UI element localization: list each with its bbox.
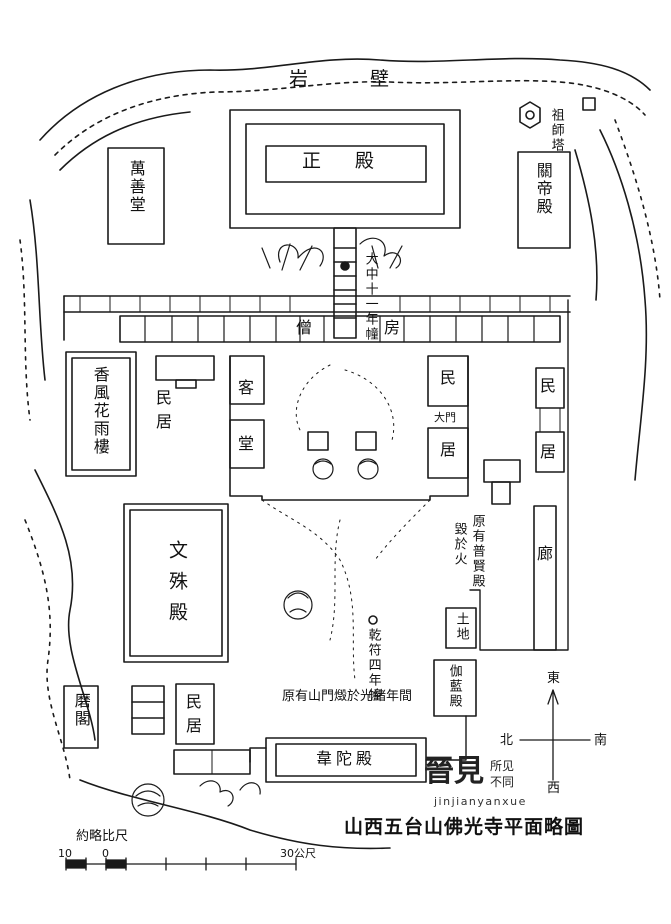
scale-tick-0: 0 xyxy=(102,847,109,860)
left-min-label: 民 xyxy=(156,388,173,407)
guandi-dian-building xyxy=(517,151,571,249)
gate-history-note: 原有山門燬於光緒年間 xyxy=(282,689,413,704)
courtyard-paths xyxy=(261,364,431,681)
founder-pagoda-label: 祖師塔 xyxy=(548,108,564,153)
map-title: 山西五台山佛光寺平面略圖 xyxy=(344,816,585,838)
scale-label: 約略比尺 xyxy=(76,829,129,844)
corridor-label: 廊 xyxy=(537,544,554,563)
compass-left-label: 北 xyxy=(500,733,514,748)
watermark-url: jinjianyanxue xyxy=(434,795,527,808)
scale-bar xyxy=(65,857,297,871)
tudi-building xyxy=(445,607,477,649)
watermark-sub-2: 不同 xyxy=(490,775,515,789)
compass-right-label: 南 xyxy=(594,733,608,748)
tudi-label: 土地 xyxy=(453,612,469,642)
compass-rose xyxy=(519,689,591,781)
monks-quarters xyxy=(119,315,561,343)
compass-top-label: 東 xyxy=(547,671,561,686)
terrace-wall xyxy=(63,295,571,313)
dazhong-pillar-label: 大中十一年幢 xyxy=(362,252,378,342)
cliff-contours xyxy=(19,57,661,850)
cliff-label-2: 壁 xyxy=(370,68,390,90)
compass-bottom-label: 西 xyxy=(547,781,561,796)
watermark-sub-1: 所见 xyxy=(490,759,515,773)
central-courtyard xyxy=(229,355,469,501)
main-hall-label: 正殿 xyxy=(302,150,409,172)
courtyard-min-label: 民 xyxy=(440,368,457,387)
bottom-min-label: 民 xyxy=(186,692,203,711)
monk-label-fang: 房 xyxy=(384,318,401,337)
courtyard-ju-label: 居 xyxy=(440,440,457,459)
guest-ke-label: 客 xyxy=(238,378,255,397)
xiangfeng-lou-building xyxy=(65,351,137,477)
manshan-tang-label: 萬善堂 xyxy=(126,160,146,214)
ma-ge-label: 磨閣 xyxy=(71,692,91,728)
puxian-note-line-1: 原有普賢殿 xyxy=(469,514,485,589)
scale-tick-30: 30公尺 xyxy=(280,847,316,860)
ma-ge-building xyxy=(63,685,99,749)
scale-tick-10: 10 xyxy=(58,847,72,860)
weituo-dian-label: 韋陀殿 xyxy=(316,749,377,768)
guest-tang-label: 堂 xyxy=(238,434,255,453)
main-stairs xyxy=(333,227,357,339)
corridor-building xyxy=(533,505,557,651)
qianfu-pillar-label: 乾符四年幢 xyxy=(365,628,381,703)
right-min-label: 民 xyxy=(540,376,557,395)
shrubs xyxy=(131,237,403,817)
bottom-left-houses xyxy=(131,683,215,745)
guandi-dian-label: 關帝殿 xyxy=(533,162,553,216)
puxian-note-line-2: 毀於火 xyxy=(451,522,467,567)
right-ju-label: 居 xyxy=(540,442,557,461)
left-ju-label: 居 xyxy=(156,412,173,431)
main-gate-label: 大門 xyxy=(434,411,456,424)
qielan-building xyxy=(433,659,477,717)
wenshu-dian-building xyxy=(123,503,229,663)
dazhong-pillar xyxy=(340,261,350,271)
bottom-ju-label: 居 xyxy=(186,716,203,735)
wenshu-dian-label: 文殊殿 xyxy=(165,540,188,633)
founder-pagoda-shape xyxy=(519,101,541,129)
manshan-tang-building xyxy=(107,147,165,245)
main-hall xyxy=(229,109,461,229)
watermark-logo: 晉見 xyxy=(424,754,484,789)
qianfu-pillar xyxy=(368,615,378,625)
qielan-dian-label: 伽藍殿 xyxy=(446,664,462,709)
xiangfeng-lou-label: 香風花雨樓 xyxy=(90,366,110,456)
cliff-label-1: 岩 xyxy=(289,68,309,90)
monk-label-seng: 僧 xyxy=(296,318,313,337)
